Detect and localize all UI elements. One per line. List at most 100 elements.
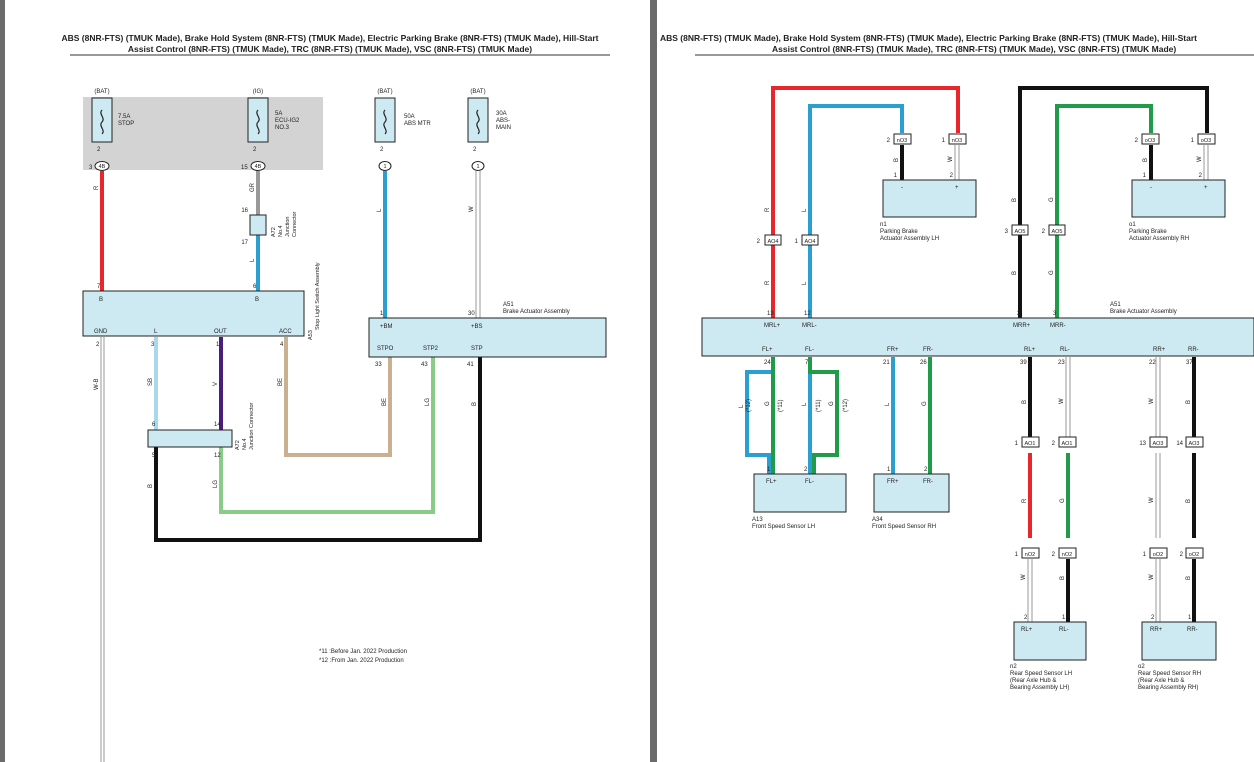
wire-color-label: B (472, 402, 478, 406)
footnote: *12 :From Jan. 2022 Production (319, 658, 404, 664)
component-id: A72 (271, 227, 277, 237)
terminal-label: B (99, 297, 103, 303)
pin-number: 26 (920, 360, 927, 366)
wire-color-label: BE (278, 378, 284, 386)
pin-number: 3 (1005, 229, 1009, 235)
connector-label: nO2 (1062, 552, 1072, 558)
component-label: Brake Actuator Assembly (503, 309, 570, 315)
terminal-label: +BS (471, 324, 483, 330)
wire-green (1055, 104, 1153, 318)
wire-black (1018, 86, 1209, 318)
pin-number: 2 (96, 342, 100, 348)
fuse-source-label: (BAT) (470, 89, 485, 95)
fuse-source-label: (IG) (253, 89, 263, 95)
pin-number: 2 (1052, 552, 1056, 558)
wire-color-label: G (829, 401, 835, 406)
terminal-label: RL+ (1021, 627, 1033, 633)
terminal-label: RL- (1060, 347, 1070, 353)
wire-color-label: L (802, 208, 808, 212)
right-wiring-diagram: ABS (8NR-FTS) (TMUK Made), Brake Hold Sy… (660, 33, 1254, 691)
pin-number: 14 (1176, 441, 1183, 447)
junction-connector-a72-mid (147, 429, 233, 448)
component-id: A51 (503, 302, 514, 308)
wire-color-label: B (1060, 576, 1066, 580)
component-id: A72 (235, 440, 241, 450)
wire-color-label: G (765, 401, 771, 406)
pin-number: 33 (375, 362, 382, 368)
fuse-source-label: (BAT) (94, 89, 109, 95)
terminal-label: RL- (1059, 627, 1069, 633)
connector-oo2 (1149, 547, 1168, 559)
terminal-label: GND (94, 329, 108, 335)
wire-color-label: BE (382, 398, 388, 406)
wire-beige (284, 337, 392, 457)
pin-number: 12 (214, 453, 221, 459)
component-label: Connector (292, 211, 298, 237)
wire-color-label: L (377, 208, 383, 212)
terminal-label: MRR- (1050, 323, 1066, 329)
terminal-label: L (154, 329, 158, 335)
terminal-label: B (255, 297, 259, 303)
connector-oo3 (1141, 133, 1160, 145)
pin-number: 7 (97, 284, 101, 290)
title-line2: Assist Control (8NR-FTS) (TMUK Made), TR… (772, 44, 1176, 54)
pin-number: 1 (942, 138, 946, 144)
connector-ao4 (764, 234, 782, 246)
pin-number: 1 (887, 467, 891, 473)
connector-4b (250, 161, 266, 171)
parking-brake-actuator-rh (1131, 179, 1226, 218)
wire-color-label: W (1021, 574, 1027, 580)
terminal-label: FL- (805, 479, 814, 485)
terminal-label: OUT (214, 329, 227, 335)
wire-color-label: B (1012, 198, 1018, 202)
fuse-rating: 50A (404, 114, 415, 120)
wire-black (154, 357, 482, 542)
pin-number: 7 (805, 360, 809, 366)
brake-actuator-assembly (368, 317, 607, 358)
fuse-5a-ecu-ig2 (247, 97, 269, 143)
connector-label: nO3 (897, 138, 907, 144)
wire-green (808, 357, 839, 474)
terminal-label: STP (471, 346, 483, 352)
rear-speed-sensor-rh (1141, 621, 1217, 661)
fuse-name: ABS- (496, 118, 510, 124)
terminal-label: FL+ (762, 347, 773, 353)
terminal-label: MRL+ (764, 323, 781, 329)
component-label: Front Speed Sensor LH (752, 524, 815, 530)
pin-number: 2 (380, 147, 384, 153)
pin-number: 1 (380, 311, 384, 317)
wire-note-label: (*12) (746, 399, 752, 412)
component-label: Junction Connector (249, 402, 255, 450)
pin-number: 1 (1015, 552, 1019, 558)
fuse-rating: 30A (496, 111, 507, 117)
wire-note-label: (*12) (843, 399, 849, 412)
connector-label: 1 (476, 164, 479, 170)
wire-blue (745, 357, 775, 474)
pin-number: 1 (1191, 138, 1195, 144)
pin-number: 12 (804, 311, 811, 317)
connector-oo2 (1185, 547, 1204, 559)
wire-note-label: (*11) (816, 399, 822, 412)
wire-color-label: W (469, 206, 475, 212)
wire-color-label: B (1186, 576, 1192, 580)
left-page: ABS (8NR-FTS) (TMUK Made), Brake Hold Sy… (5, 0, 650, 762)
terminal-label: - (901, 185, 903, 191)
pin-number: 2 (804, 467, 808, 473)
component-id: A51 (1110, 302, 1121, 308)
connector-label: AO1 (1024, 441, 1035, 447)
pin-number: 1 (1143, 552, 1147, 558)
connector-no3 (893, 133, 912, 145)
terminal-label: STP2 (423, 346, 439, 352)
component-label: Rear Speed Sensor RH (1138, 671, 1201, 677)
wire-color-label: SB (148, 378, 154, 386)
wire-color-label: W (1197, 156, 1203, 162)
pin-number: 30 (468, 311, 475, 317)
wire-red (771, 86, 960, 318)
wire-blue (808, 104, 904, 318)
wire-color-label: R (94, 185, 100, 190)
pin-number: 2 (1052, 441, 1056, 447)
pin-number: 43 (421, 362, 428, 368)
wire-color-label: LG (213, 480, 219, 488)
component-label: Rear Speed Sensor LH (1010, 671, 1072, 677)
connector-label: 1 (383, 164, 386, 170)
